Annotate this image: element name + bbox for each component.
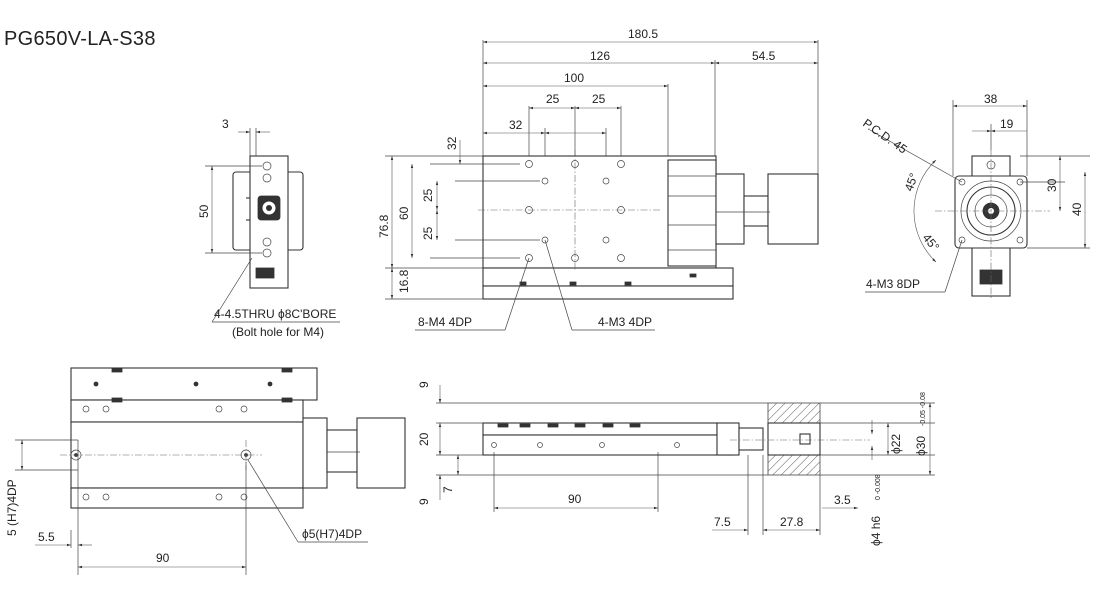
dim-90-bottom: 90	[156, 551, 170, 565]
dim-9-top: 9	[417, 381, 431, 388]
label-phi4-tol: 0 -0.008	[875, 474, 882, 500]
dim-19: 19	[1000, 117, 1014, 131]
dim-v-25a: 25	[421, 188, 435, 202]
label-phi30-tol: -0.05 -0.08	[920, 392, 927, 426]
label-m3: 4-M3 4DP	[598, 315, 652, 329]
dim-overall: 180.5	[628, 27, 658, 41]
top-view: 180.5 126 54.5 100 25 25 32 32 25 25 60 …	[377, 27, 819, 331]
dim-v-16: 16.8	[397, 269, 411, 293]
label-angle-2: 45°	[920, 231, 943, 254]
bottom-view: 5 (H7)4DP 5.5 90 ϕ5(H7)4DP	[5, 367, 406, 575]
label-bolt-note: (Bolt hole for M4)	[232, 325, 324, 339]
dim-38: 38	[984, 92, 998, 106]
dim-40: 40	[1070, 202, 1084, 216]
dim-5-5: 5.5	[38, 530, 55, 544]
dim-v-76: 76.8	[377, 214, 391, 238]
label-angle-1: 45°	[902, 171, 921, 193]
right-end-view: 38 19 30 40 P.C.D. 45 45° 45° 4-M3 8DP	[860, 92, 1090, 300]
model-title: PG650V-LA-S38	[4, 28, 156, 50]
dim-motor: 54.5	[752, 49, 776, 63]
label-phi4: ϕ4 h6	[869, 516, 883, 546]
label-pcd: P.C.D. 45	[860, 116, 910, 157]
dim-7: 7	[441, 486, 455, 493]
label-phi30: ϕ30	[914, 436, 928, 456]
dim-3: 3	[222, 117, 229, 131]
dim-7-5: 7.5	[714, 515, 731, 529]
label-phi22: ϕ22	[889, 434, 903, 454]
side-slots	[491, 423, 680, 448]
label-m4: 8-M4 4DP	[418, 315, 472, 329]
dim-offset: 32	[509, 118, 523, 132]
dim-5-h7: 5 (H7)4DP	[5, 479, 19, 536]
dim-pitch-a: 25	[546, 92, 560, 106]
dim-27-8: 27.8	[780, 515, 804, 529]
dim-pitch-b: 25	[592, 92, 606, 106]
dim-3-5: 3.5	[834, 493, 851, 507]
side-view: 9 20 7 9 90 7.5 27.8 3.5 ϕ22 ϕ30 -0.05 -…	[417, 381, 935, 546]
dim-body: 126	[590, 49, 610, 63]
label-bolt: 4-4.5THRU ϕ8C'BORE	[214, 307, 336, 321]
dim-20: 20	[417, 432, 431, 446]
label-pin: ϕ5(H7)4DP	[302, 527, 362, 541]
dim-50: 50	[197, 204, 211, 218]
dim-30: 30	[1045, 178, 1059, 192]
dim-v-60: 60	[397, 206, 411, 220]
label-m3-8dp: 4-M3 8DP	[866, 277, 920, 291]
dim-90-side: 90	[568, 492, 582, 506]
dim-9-bottom: 9	[417, 498, 431, 505]
dim-table: 100	[564, 71, 584, 85]
left-end-view: 3 50 4-4.5THRU ϕ8C'BORE (Bolt hole for M…	[197, 117, 340, 339]
dim-v-top: 32	[445, 136, 459, 150]
dim-v-25b: 25	[421, 226, 435, 240]
